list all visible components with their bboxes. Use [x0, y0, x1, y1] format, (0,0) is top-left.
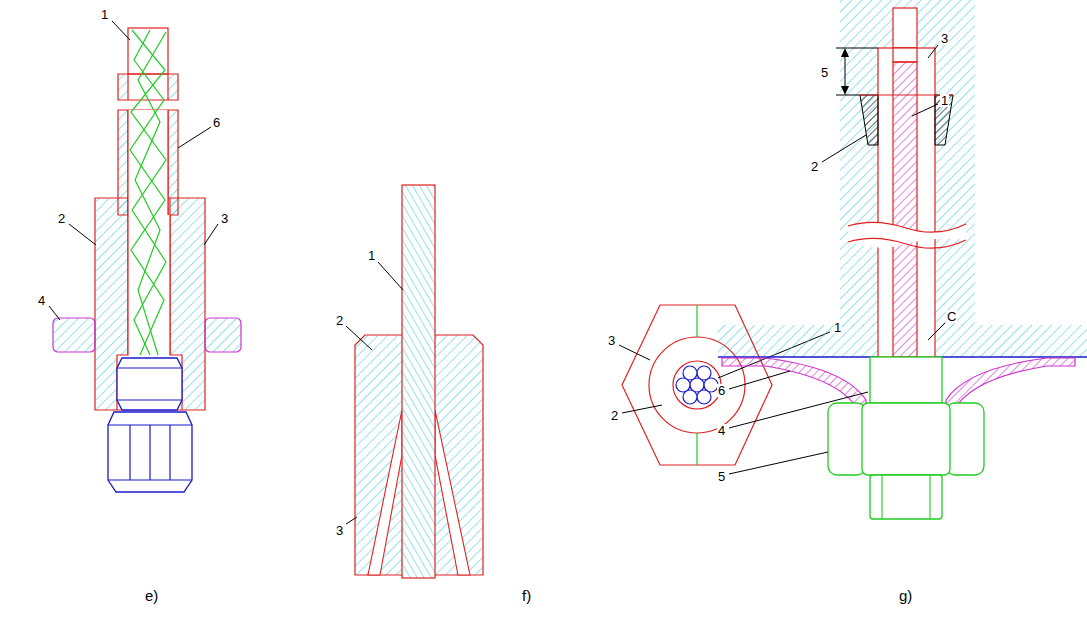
- callout-number: 3: [335, 524, 344, 537]
- callout-number: 1: [367, 249, 376, 262]
- callout-number: 1: [833, 321, 842, 334]
- anchor-g: [718, 0, 1087, 519]
- figure-caption: g): [898, 588, 913, 603]
- callout-number: 1: [940, 94, 949, 107]
- callout-number: 6: [717, 384, 726, 397]
- callout-number: 2: [610, 409, 619, 422]
- callout-number: 2: [57, 212, 66, 225]
- figure-caption: e): [144, 588, 159, 603]
- callout-number: 3: [220, 212, 229, 225]
- callout-number: 4: [717, 424, 726, 437]
- callout-number: 2: [810, 160, 819, 173]
- anchor-e: [49, 21, 241, 492]
- callout-number: 3: [607, 334, 616, 347]
- callout-number: 5: [717, 470, 726, 483]
- dimension-label: 5: [820, 66, 829, 79]
- callout-number: 6: [212, 116, 221, 129]
- callout-number: 1: [100, 8, 109, 21]
- callout-number: C: [946, 310, 957, 323]
- anchor-f: [346, 185, 830, 578]
- figure-caption: f): [521, 588, 532, 603]
- callout-number: 4: [37, 294, 46, 307]
- callout-number: 2: [335, 314, 344, 327]
- callout-number: 3: [940, 32, 949, 45]
